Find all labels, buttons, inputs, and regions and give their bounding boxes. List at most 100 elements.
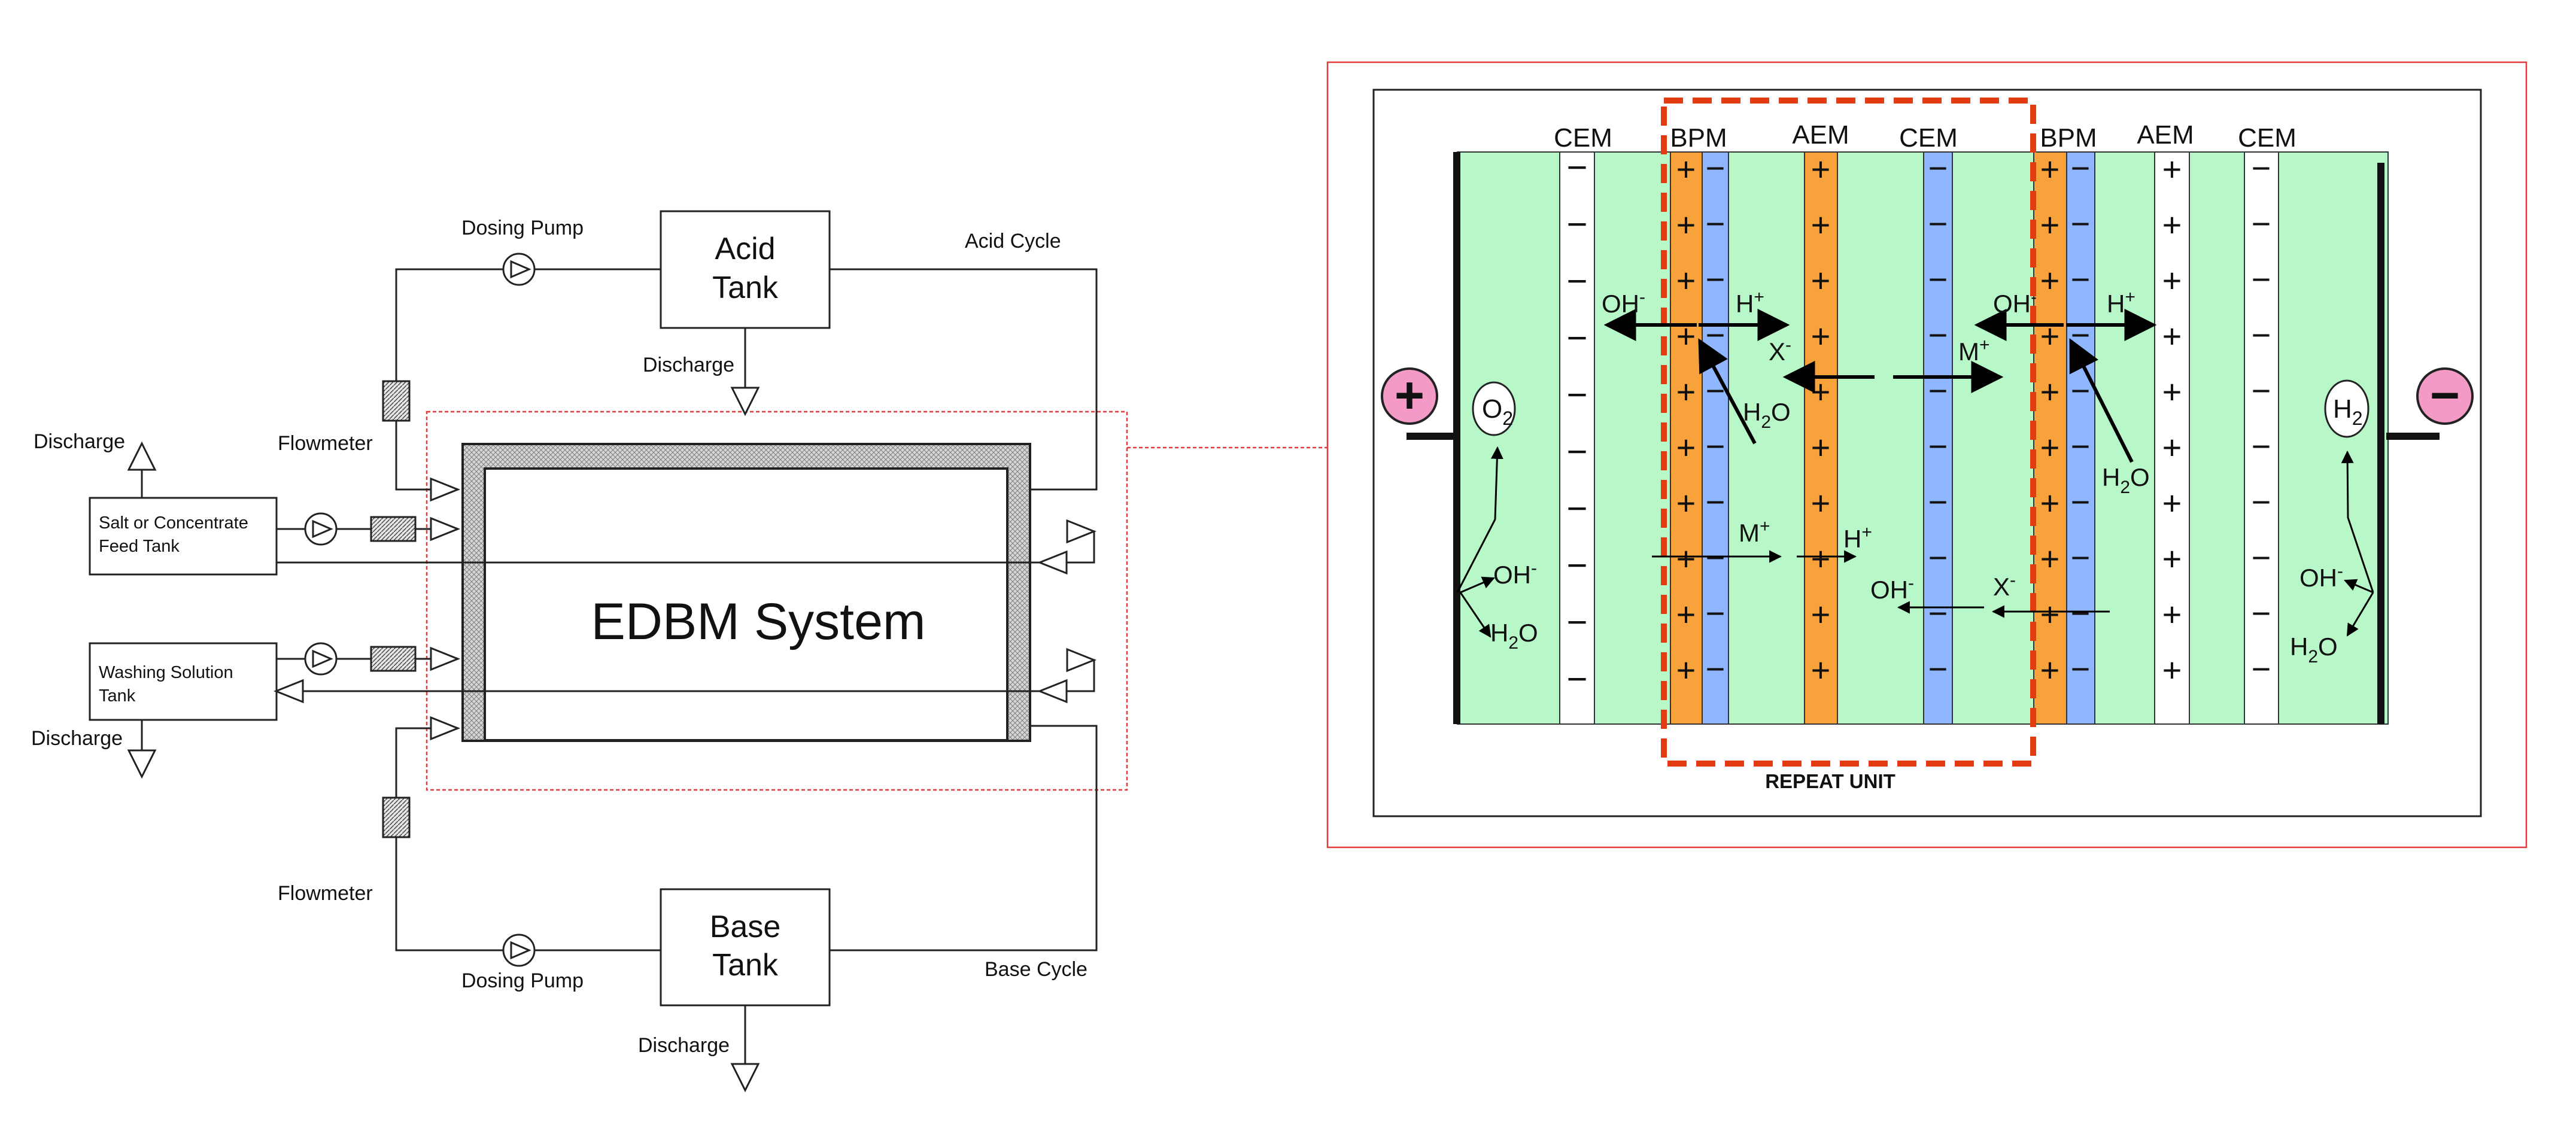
svg-text:+: +: [1676, 150, 1696, 188]
svg-text:+: +: [1811, 150, 1831, 188]
svg-text:−: −: [1928, 539, 1948, 576]
washing-solution-tank: [89, 642, 278, 721]
svg-text:+: +: [2040, 651, 2060, 689]
svg-text:−: −: [1706, 260, 1726, 298]
svg-text:−: −: [2071, 149, 2091, 187]
svg-text:O2: O2: [1482, 394, 1513, 429]
svg-text:−: −: [1928, 594, 1948, 632]
svg-text:+: +: [1395, 367, 1424, 424]
svg-text:+: +: [1811, 317, 1831, 355]
discharge-salt-label: Discharge: [34, 430, 125, 453]
svg-text:H2: H2: [2333, 394, 2363, 429]
bpm-1-anion-layer: [1702, 151, 1729, 725]
bpm-2-anion-layer: [2066, 151, 2095, 725]
pump-icons: [304, 253, 536, 967]
svg-text:+: +: [2162, 540, 2182, 577]
svg-text:+: +: [1811, 484, 1831, 522]
svg-text:−: −: [2252, 427, 2271, 465]
svg-text:−: −: [2430, 367, 2460, 424]
svg-text:−: −: [2252, 372, 2271, 409]
svg-text:−: −: [2252, 594, 2271, 632]
salt-tank-line2: Feed Tank: [99, 537, 180, 556]
svg-text:H+: H+: [1843, 522, 1872, 553]
h2-bubble: H2: [2324, 379, 2370, 438]
svg-text:−: −: [2071, 594, 2091, 632]
svg-text:H+: H+: [2107, 287, 2135, 318]
svg-text:−: −: [1566, 488, 1587, 528]
washing-tank-line1: Washing Solution: [99, 663, 233, 682]
svg-text:+: +: [1811, 206, 1831, 244]
acid-tank-line1: Acid: [715, 232, 775, 266]
svg-text:+: +: [1676, 595, 1696, 633]
cem-left-label: CEM: [1554, 123, 1612, 153]
svg-text:−: −: [1566, 204, 1587, 244]
base-return-line: [830, 725, 1098, 951]
repeat-unit-label: REPEAT UNIT: [1765, 770, 1895, 792]
washing-tank-line2: Tank: [99, 686, 136, 706]
svg-text:+: +: [2162, 484, 2182, 522]
svg-text:+: +: [1676, 206, 1696, 244]
svg-text:+: +: [2040, 540, 2060, 577]
svg-text:+: +: [1811, 428, 1831, 466]
svg-text:+: +: [1811, 595, 1831, 633]
svg-text:+: +: [1811, 651, 1831, 689]
svg-text:+: +: [2162, 595, 2182, 633]
svg-text:+: +: [1676, 484, 1696, 522]
svg-text:−: −: [1566, 375, 1587, 415]
cem-left-charges: −−−−−−−−−−: [1566, 147, 1587, 699]
thin-ion-arrows: [1456, 446, 2374, 638]
svg-text:−: −: [1706, 427, 1726, 465]
svg-text:+: +: [1811, 540, 1831, 577]
svg-text:−: −: [1706, 316, 1726, 354]
svg-text:+: +: [2162, 150, 2182, 188]
svg-text:−: −: [2071, 372, 2091, 409]
cathode-icon: −: [2416, 367, 2474, 425]
svg-text:−: −: [2071, 427, 2091, 465]
ion-labels: OH- H+ X- M+ H2O OH- H+ H2O M+ H+ OH- X-…: [1490, 287, 2343, 667]
discharge-base-label: Discharge: [638, 1034, 730, 1057]
acid-tank: [660, 210, 831, 329]
svg-text:+: +: [2162, 317, 2182, 355]
svg-text:−: −: [1706, 483, 1726, 521]
cem-mid-charges: −−−−−−−−−−: [1928, 149, 1948, 688]
acid-feed-line: [395, 268, 661, 491]
svg-text:−: −: [2071, 539, 2091, 576]
svg-text:−: −: [1566, 602, 1587, 642]
flowmeter-icons: [370, 380, 417, 838]
svg-text:+: +: [1676, 262, 1696, 299]
svg-text:−: −: [2252, 205, 2271, 242]
svg-text:+: +: [2040, 595, 2060, 633]
svg-text:OH-: OH-: [1993, 287, 2037, 318]
flowmeter-bottom-label: Flowmeter: [278, 882, 373, 905]
svg-text:−: −: [1706, 372, 1726, 409]
aem-1-membrane: [1804, 151, 1838, 725]
cathode-plate: [2377, 163, 2384, 724]
svg-text:+: +: [2162, 428, 2182, 466]
salt-tank-line1: Salt or Concentrate: [99, 513, 248, 533]
svg-text:−: −: [2252, 316, 2271, 354]
svg-text:−: −: [1566, 659, 1587, 699]
dosing-pump-bottom-label: Dosing Pump: [461, 969, 584, 992]
svg-text:+: +: [1676, 540, 1696, 577]
discharge-wash-label: Discharge: [31, 727, 123, 750]
aem-1-label: AEM: [1792, 120, 1849, 150]
aem-right-membrane: [2154, 151, 2190, 725]
svg-text:+: +: [2040, 206, 2060, 244]
svg-text:−: −: [2252, 539, 2271, 576]
process-schematic: EDBM System Acid Tank Base Tank Salt or …: [31, 210, 1328, 1093]
svg-text:OH-: OH-: [1602, 287, 1645, 318]
cem-right-charges: −−−−−−−−−−: [2252, 149, 2271, 688]
svg-text:−: −: [1928, 483, 1948, 521]
svg-text:+: +: [2040, 150, 2060, 188]
anode-icon: +: [1381, 367, 1438, 425]
svg-text:+: +: [1676, 428, 1696, 466]
svg-text:+: +: [1676, 373, 1696, 411]
flowmeter-top-label: Flowmeter: [278, 432, 373, 455]
svg-text:−: −: [1928, 205, 1948, 242]
discharge-symbols: [127, 387, 760, 1093]
base-tank: [660, 888, 831, 1007]
o2-bubble: O2: [1472, 381, 1516, 436]
svg-text:+: +: [2040, 484, 2060, 522]
base-cycle-label: Base Cycle: [985, 958, 1087, 981]
